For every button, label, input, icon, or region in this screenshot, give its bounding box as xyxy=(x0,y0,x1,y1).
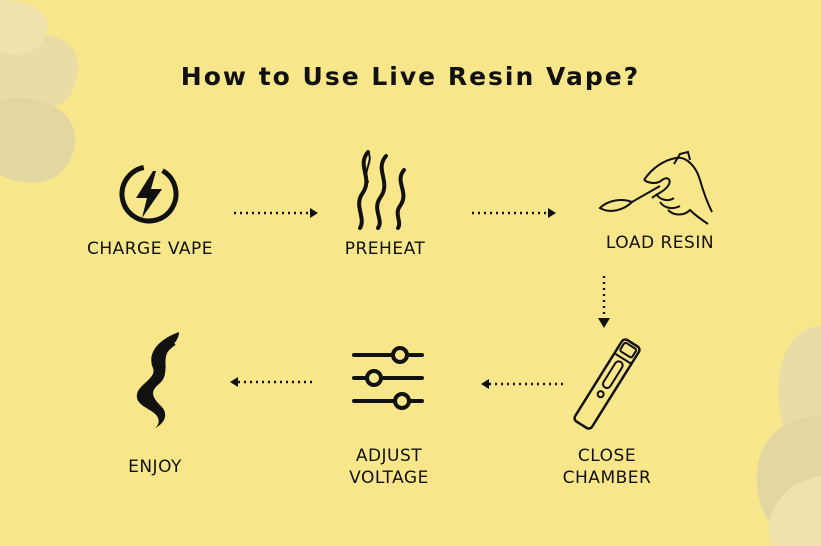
sliders-icon xyxy=(352,346,424,410)
leaf-decoration-top-left xyxy=(0,0,79,183)
step-label-close-chamber: CLOSE CHAMBER xyxy=(534,445,680,489)
step-label-adjust: ADJUST xyxy=(355,446,423,466)
step-label-adjust-voltage: ADJUST VOLTAGE xyxy=(314,445,464,489)
step-label-enjoy: ENJOY xyxy=(128,457,182,477)
dotted-arrow-right xyxy=(234,208,318,218)
page-title: How to Use Live Resin Vape? xyxy=(180,62,641,91)
step-label-preheat: PREHEAT xyxy=(344,239,426,259)
lightning-bolt-icon xyxy=(119,164,179,224)
step-label-charge-vape: CHARGE VAPE xyxy=(86,239,214,259)
step-label-voltage: VOLTAGE xyxy=(349,468,429,488)
dotted-arrow-left xyxy=(481,379,565,389)
step-label-close: CLOSE xyxy=(577,446,637,466)
dotted-arrow-down xyxy=(598,276,610,328)
heat-waves-icon xyxy=(357,150,406,230)
dotted-arrow-right xyxy=(472,208,556,218)
vape-pen-icon xyxy=(573,338,641,430)
dotted-arrow-left xyxy=(230,377,312,387)
leaf-decoration-bottom-right xyxy=(756,326,821,546)
hand-dab-tool-icon xyxy=(598,150,713,225)
step-label-load-resin: LOAD RESIN xyxy=(605,233,715,253)
smoke-swirl-icon xyxy=(136,332,179,429)
step-label-chamber: CHAMBER xyxy=(562,468,652,488)
